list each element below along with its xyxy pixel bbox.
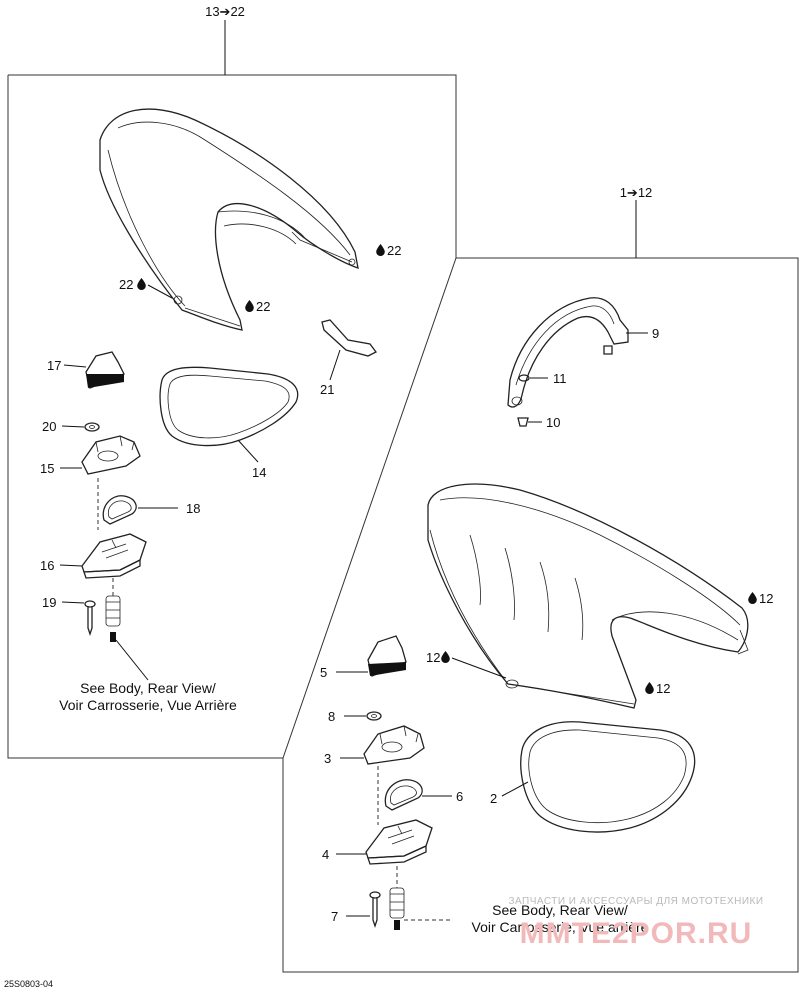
strap-bracket (321, 319, 377, 357)
callout-12-c: 12 (656, 681, 670, 696)
callout-21: 21 (320, 382, 334, 397)
callout-6: 6 (456, 789, 463, 804)
washer-11 (518, 374, 530, 382)
right-group-range: 1➔12 (620, 185, 653, 200)
right-note-line2: Voir Carrosserie, Vue arrière (472, 919, 649, 935)
callout-5: 5 (320, 665, 327, 680)
grab-handle (507, 297, 629, 408)
callout-10: 10 (546, 415, 560, 430)
callout-17: 17 (47, 358, 61, 373)
lock-base-16 (81, 533, 147, 579)
spacer-left (105, 595, 121, 642)
watermark-caption: ЗАПЧАСТИ И АКСЕССУАРЫ ДЛЯ МОТОТЕХНИКИ (508, 896, 763, 907)
screw-19 (84, 600, 96, 637)
bracket-15 (81, 435, 141, 475)
callout-12-a: 12 (759, 591, 773, 606)
callout-14: 14 (252, 465, 266, 480)
callout-2: 2 (490, 791, 497, 806)
latch-part-5 (367, 635, 407, 677)
callout-19: 19 (42, 595, 56, 610)
watermark-brand: MMTE2POR.RU (520, 917, 753, 950)
spacer-right (389, 887, 405, 930)
washer-20 (84, 422, 100, 432)
callout-15: 15 (40, 461, 54, 476)
drop-icon (137, 278, 146, 290)
latch-part-17 (85, 351, 125, 389)
front-seat-cover (427, 483, 749, 709)
callout-16: 16 (40, 558, 54, 573)
left-note-line1: See Body, Rear View/ (80, 680, 216, 696)
left-group-range: 13➔22 (205, 4, 245, 19)
washer-8 (366, 711, 382, 721)
left-note-line2: Voir Carrosserie, Vue Arrière (59, 697, 237, 713)
drop-icon (748, 592, 757, 604)
seal-6 (384, 779, 423, 811)
lock-base-4 (365, 819, 433, 865)
callout-12-b: 12 (426, 650, 440, 665)
callout-3: 3 (324, 751, 331, 766)
drop-icon (376, 244, 385, 256)
callout-18: 18 (186, 501, 200, 516)
bracket-3 (363, 725, 425, 765)
left-group-frame (7, 74, 457, 759)
diagram-code: 25S0803-04 (4, 979, 53, 989)
callout-22-c: 22 (256, 299, 270, 314)
callout-4: 4 (322, 847, 329, 862)
right-note-line1: See Body, Rear View/ (492, 902, 628, 918)
right-group-frame (282, 257, 799, 973)
seat-gasket-left (159, 366, 299, 447)
nut-9 (603, 345, 613, 355)
callout-20: 20 (42, 419, 56, 434)
callout-7: 7 (331, 909, 338, 924)
drop-icon (441, 651, 450, 663)
bolt-10 (517, 417, 529, 427)
seat-gasket-right (520, 721, 696, 833)
rear-seat-cover (99, 108, 359, 331)
drop-icon (645, 682, 654, 694)
callout-22-a: 22 (387, 243, 401, 258)
screw-7 (369, 891, 381, 929)
callout-22-b: 22 (119, 277, 133, 292)
callout-9: 9 (652, 326, 659, 341)
seal-18 (102, 495, 137, 525)
callout-8: 8 (328, 709, 335, 724)
drop-icon (245, 300, 254, 312)
callout-11: 11 (553, 371, 567, 386)
